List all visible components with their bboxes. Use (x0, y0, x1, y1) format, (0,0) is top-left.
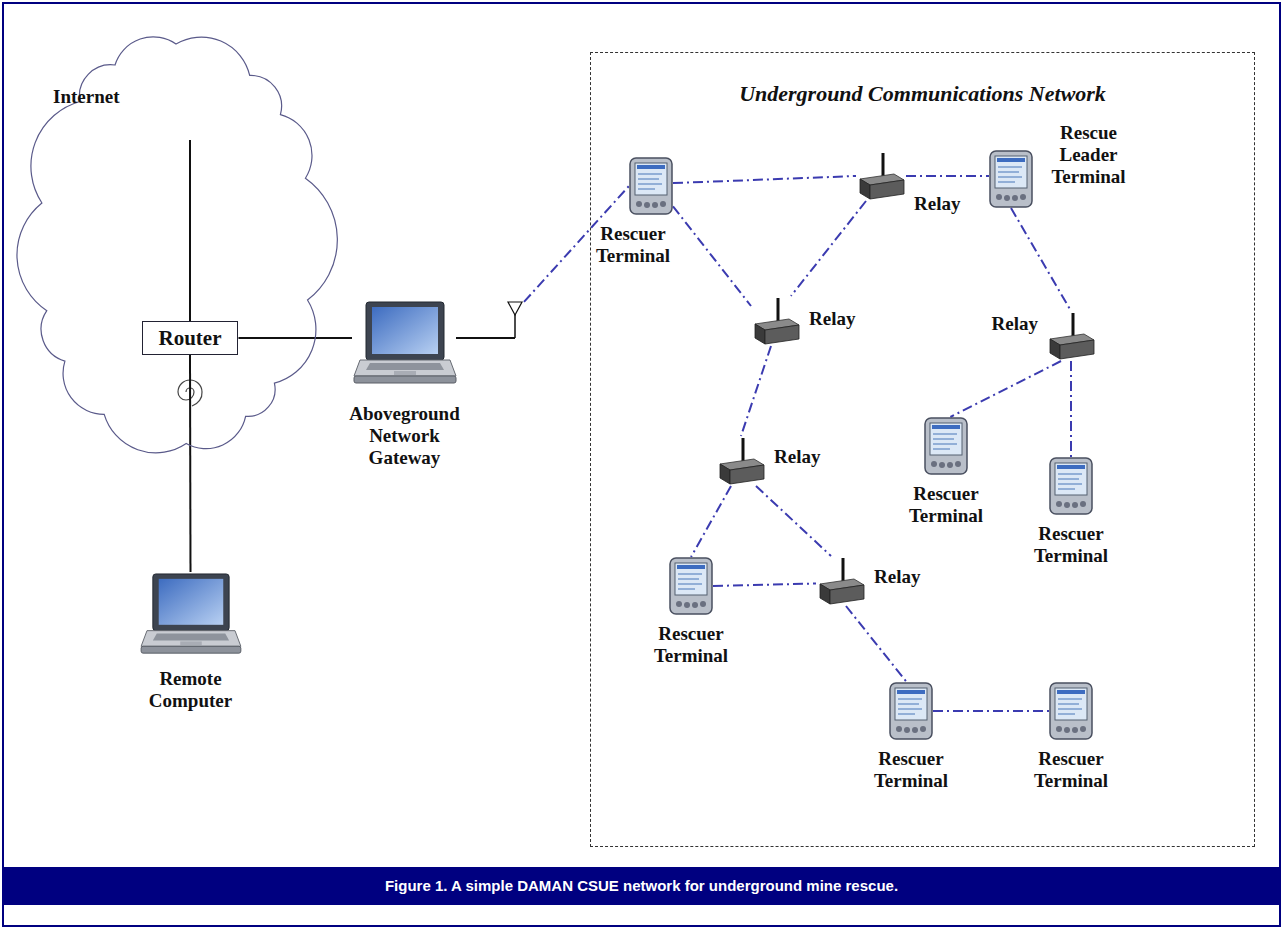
terminal-node: Rescuer Terminal (889, 682, 933, 740)
node-label: Relay (774, 446, 820, 468)
computer-node: Remote Computer (138, 572, 243, 660)
figure-caption: Figure 1. A simple DAMAN CSUE network fo… (3, 867, 1280, 905)
node-label: Relay (874, 566, 920, 588)
wireless-link (791, 201, 866, 296)
wireless-link (933, 710, 1049, 712)
node-label: Relay (992, 313, 1038, 335)
terminal-icon (924, 417, 968, 475)
caption-bar (3, 867, 1280, 905)
wireless-link (846, 606, 907, 682)
terminal-node: Rescuer Terminal (924, 417, 968, 475)
node-label: Rescuer Terminal (901, 483, 991, 527)
wireless-link (950, 361, 1061, 417)
wired-link (189, 355, 192, 572)
network-region: Underground Communications NetworkRescue… (590, 52, 1255, 847)
relay-node: Relay (751, 296, 801, 346)
node-label: Rescuer Terminal (646, 623, 736, 667)
cloud-label: Internet (53, 86, 119, 108)
node-label: Rescuer Terminal (588, 223, 678, 267)
relay-icon (816, 556, 866, 606)
wireless-link (673, 176, 856, 183)
relay-node: Relay (856, 151, 906, 201)
terminal-icon (989, 150, 1033, 208)
wireless-link (1070, 361, 1072, 457)
terminal-icon (1049, 457, 1093, 515)
terminal-node: Rescuer Terminal (629, 157, 673, 215)
wired-link (238, 337, 352, 339)
wireless-link (713, 584, 816, 587)
terminal-icon (1049, 682, 1093, 740)
node-label: Relay (809, 308, 855, 330)
relay-icon (856, 151, 906, 201)
wireless-link (741, 346, 771, 436)
node-label: Relay (914, 193, 960, 215)
node-label: Aboveground Network Gateway (340, 403, 470, 469)
router-box: Router (142, 321, 239, 355)
terminal-node: Rescue Leader Terminal (989, 150, 1033, 208)
wireless-link (756, 486, 831, 556)
gateway-icon (352, 300, 524, 395)
relay-icon (716, 436, 766, 486)
terminal-node: Rescuer Terminal (669, 557, 713, 615)
figure-frame (3, 3, 1280, 926)
relay-icon (751, 296, 801, 346)
wireless-link (1011, 208, 1071, 311)
terminal-icon (629, 157, 673, 215)
node-label: Rescuer Terminal (1026, 523, 1116, 567)
terminal-icon (669, 557, 713, 615)
relay-icon (1046, 311, 1096, 361)
relay-node: Relay (716, 436, 766, 486)
region-title: Underground Communications Network (591, 81, 1254, 107)
gateway-node: Aboveground Network Gateway (352, 300, 524, 395)
terminal-icon (889, 682, 933, 740)
node-label: Rescuer Terminal (1026, 748, 1116, 792)
terminal-node: Rescuer Terminal (1049, 457, 1093, 515)
internet-link (189, 140, 191, 322)
wireless-link (691, 486, 731, 557)
relay-node: Relay (1046, 311, 1096, 361)
internet-cloud: InternetRouter (15, 20, 337, 468)
node-label: Rescue Leader Terminal (1041, 122, 1136, 188)
wireless-link (673, 206, 751, 306)
node-label: Rescuer Terminal (866, 748, 956, 792)
relay-node: Relay (816, 556, 866, 606)
router-label: Router (159, 325, 222, 351)
node-label: Remote Computer (136, 668, 246, 712)
wireless-link (906, 175, 989, 177)
terminal-node: Rescuer Terminal (1049, 682, 1093, 740)
laptop-icon (138, 572, 243, 660)
